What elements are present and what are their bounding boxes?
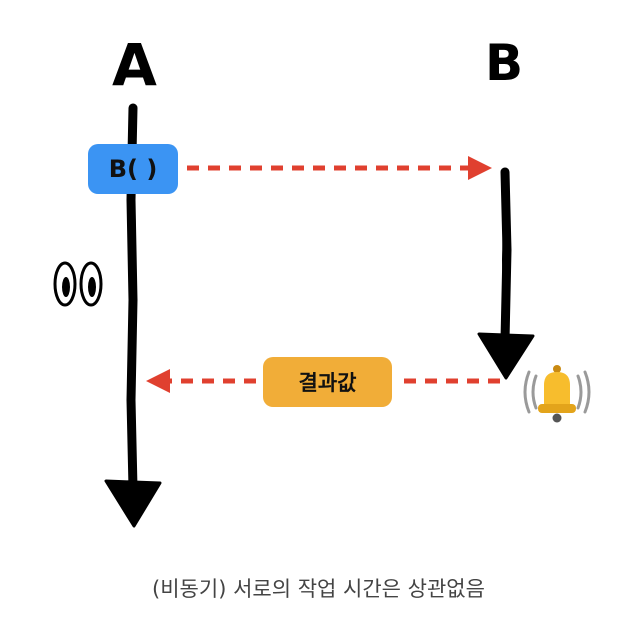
call-function-box: B( )	[88, 144, 178, 194]
return-arrow	[146, 369, 500, 393]
timeline-a-arrowhead	[104, 479, 162, 528]
lane-label-b: B	[485, 34, 524, 92]
result-value-box: 결과값	[263, 357, 392, 407]
timeline-b	[477, 167, 535, 380]
diagram-caption: (비동기) 서로의 작업 시간은 상관없음	[152, 577, 485, 601]
call-arrow	[187, 156, 492, 180]
eyes-icon	[53, 261, 103, 307]
lane-label-a: A	[112, 31, 157, 99]
return-arrowhead	[146, 369, 170, 393]
bell-icon	[523, 365, 591, 423]
call-arrowhead	[468, 156, 492, 180]
timeline-b-arrowhead	[477, 332, 535, 380]
